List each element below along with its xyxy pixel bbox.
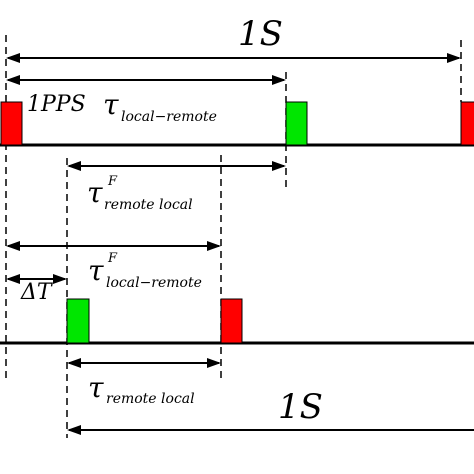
tau-symbol: τ — [87, 176, 103, 209]
top-green-pulse — [285, 101, 308, 146]
top-red-pulse — [0, 101, 23, 146]
one-second-top-label: 1S — [238, 14, 283, 54]
tau-remote-local-label: τ remote local — [88, 371, 195, 407]
bottom-red-pulse — [220, 298, 243, 344]
one-second-bottom-label: 1S — [278, 387, 323, 427]
pps-label: 1PPS — [27, 92, 86, 117]
tau-symbol: τ — [88, 371, 104, 404]
tau-local-remote-label: τ local−remote — [103, 88, 217, 125]
tau-remote-local-subscript: remote local — [106, 391, 195, 407]
tau-f-remote-local-subscript: remote local — [104, 197, 193, 213]
tau-f-superscript: F — [107, 251, 118, 266]
top-red-pulse-next — [460, 101, 474, 146]
tau-symbol: τ — [103, 88, 119, 121]
tau-symbol: τ — [88, 254, 104, 287]
bottom-green-pulse — [66, 298, 90, 344]
tau-f-remote-local-label: τ F remote local — [87, 174, 193, 213]
tau-f-local-remote-label: τ F local−remote — [88, 251, 202, 291]
delta-t-label: ΔT — [20, 280, 54, 305]
tau-local-remote-subscript: local−remote — [121, 109, 217, 125]
tau-f-local-remote-subscript: local−remote — [106, 275, 202, 291]
tau-f-superscript: F — [107, 174, 118, 189]
